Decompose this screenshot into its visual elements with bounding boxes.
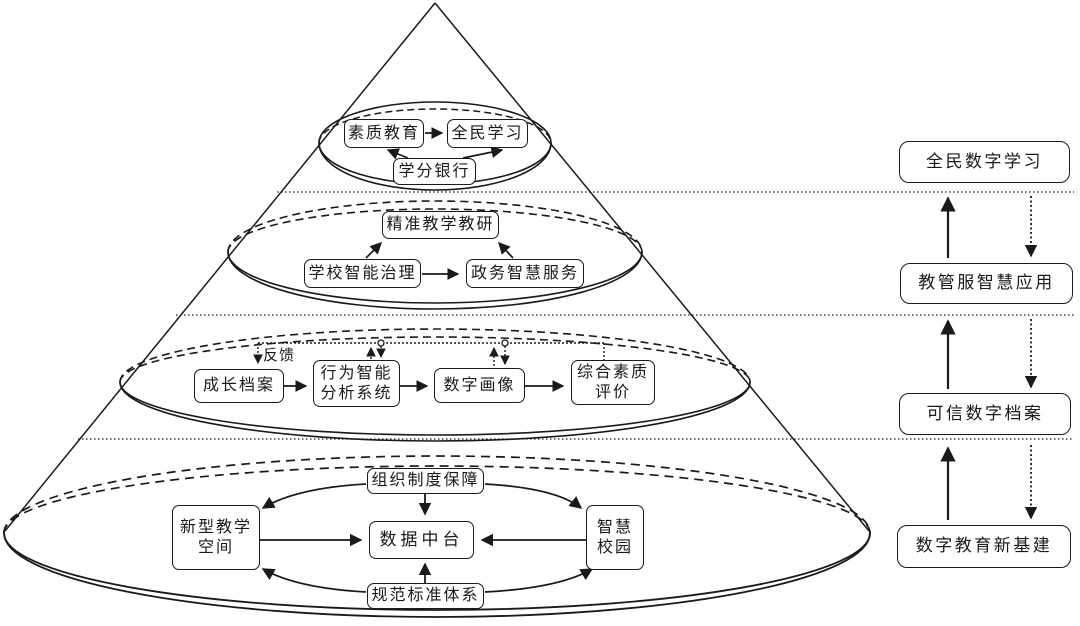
tier3-front-solid-inner [119, 381, 751, 442]
node-data-middle-platform: 数据中台 [369, 521, 474, 559]
arrow-org-to-space-curve [261, 483, 367, 509]
node-behavior-ai-analysis: 行为智能 分析系统 [313, 360, 400, 407]
node-credit-bank-label: 学分银行 [398, 162, 471, 180]
arrow-standards-to-space-curve [261, 568, 367, 593]
feedback-circle-portrait [501, 339, 509, 347]
stage-trusted-digital-archive: 可信数字档案 [899, 393, 1071, 435]
tier1-ellipse-front-inner [318, 142, 552, 191]
feedback-circle-behavior [377, 339, 385, 347]
node-lifelong-learning-label: 全民学习 [451, 124, 524, 142]
arrow-creditbank-to-quality [386, 148, 409, 160]
node-smart-campus-line1: 智慧 [596, 518, 633, 536]
base-front-solid-outer [3, 532, 871, 611]
stage-digital-education-infrastructure: 数字教育新基建 [897, 525, 1071, 568]
arrow-gov-to-precision [498, 242, 514, 259]
stage-trusted-digital-archive-label: 可信数字档案 [926, 403, 1044, 423]
tier1-arrows [386, 127, 504, 160]
stage-universal-digital-learning: 全民数字学习 [899, 141, 1070, 183]
stage-universal-digital-learning-label: 全民数字学习 [926, 151, 1043, 171]
node-comprehensive-eval-line1: 综合素质 [576, 363, 649, 381]
node-new-teaching-space-line2: 空间 [197, 538, 234, 556]
node-quality-education: 素质教育 [344, 119, 424, 148]
tier2-front-solid-outer [227, 251, 643, 304]
arrow-org-to-campus-curve [484, 483, 583, 509]
tier3-front-solid-outer [119, 381, 751, 436]
node-new-teaching-space-line1: 新型教学 [179, 518, 252, 536]
cone-left-edge [4, 2, 436, 532]
tier3-ellipse [119, 328, 751, 442]
arrow-school-to-precision [365, 242, 382, 259]
tier4-arrows [260, 483, 594, 593]
node-smart-campus-line2: 校园 [596, 538, 633, 556]
arrow-standards-to-campus-curve [484, 568, 594, 593]
cone-right-edge [434, 2, 870, 532]
tier2-front-solid-inner [227, 251, 643, 310]
node-precision-teaching-research-label: 精准教学教研 [386, 216, 495, 234]
cone-outline [4, 2, 870, 532]
feedback-lines [253, 342, 605, 366]
feedback-label: 反馈 [263, 348, 296, 364]
tier1-ellipse-back-dashed [318, 108, 552, 144]
node-comprehensive-quality-eval: 综合素质 评价 [571, 360, 655, 405]
tier2-back-dashed-inner [227, 208, 643, 253]
node-growth-archive-label: 成长档案 [202, 377, 275, 395]
stage-smart-application: 教管服智慧应用 [900, 263, 1073, 304]
node-org-institutional-support: 组织制度保障 [367, 468, 484, 494]
tier2-back-dashed-outer [227, 200, 643, 253]
tier3-back-dashed-outer [119, 328, 751, 383]
node-digital-portrait-label: 数字画像 [443, 376, 516, 394]
node-new-teaching-space: 新型教学 空间 [172, 505, 260, 570]
node-digital-portrait: 数字画像 [434, 368, 525, 403]
node-standards-system-label: 规范标准体系 [371, 587, 480, 605]
tier3-back-dashed-inner [119, 336, 751, 383]
node-smart-campus: 智慧 校园 [586, 505, 644, 570]
node-data-middle-platform-label: 数据中台 [379, 529, 464, 549]
node-school-smart-governance: 学校智能治理 [304, 259, 421, 288]
node-credit-bank: 学分银行 [393, 158, 476, 185]
base-back-dashed-outer [3, 455, 871, 534]
base-ellipse [3, 455, 871, 618]
base-front-solid-inner [3, 532, 871, 618]
base-back-dashed-inner [3, 465, 871, 534]
node-org-institutional-support-label: 组织制度保障 [371, 472, 480, 490]
feedback-node-circles [377, 339, 509, 347]
node-standards-system: 规范标准体系 [367, 583, 484, 609]
node-lifelong-learning: 全民学习 [447, 119, 528, 148]
node-gov-smart-services-label: 政务智慧服务 [470, 264, 579, 282]
arrow-creditbank-to-lifelong [462, 146, 504, 159]
node-quality-education-label: 素质教育 [347, 124, 420, 142]
node-school-smart-governance-label: 学校智能治理 [308, 264, 417, 282]
stage-digital-education-infrastructure-label: 数字教育新基建 [915, 536, 1053, 556]
node-comprehensive-eval-line2: 评价 [594, 383, 631, 401]
node-behavior-ai-line1: 行为智能 [320, 364, 393, 382]
node-behavior-ai-line2: 分析系统 [320, 384, 393, 402]
stage-smart-application-label: 教管服智慧应用 [918, 273, 1055, 293]
node-gov-smart-services: 政务智慧服务 [466, 259, 584, 288]
node-precision-teaching-research: 精准教学教研 [382, 211, 499, 239]
tier2-arrows [365, 242, 514, 280]
tier-boundary-lines [78, 191, 1074, 440]
tier2-ellipse [227, 200, 643, 310]
node-growth-archive: 成长档案 [194, 369, 284, 403]
